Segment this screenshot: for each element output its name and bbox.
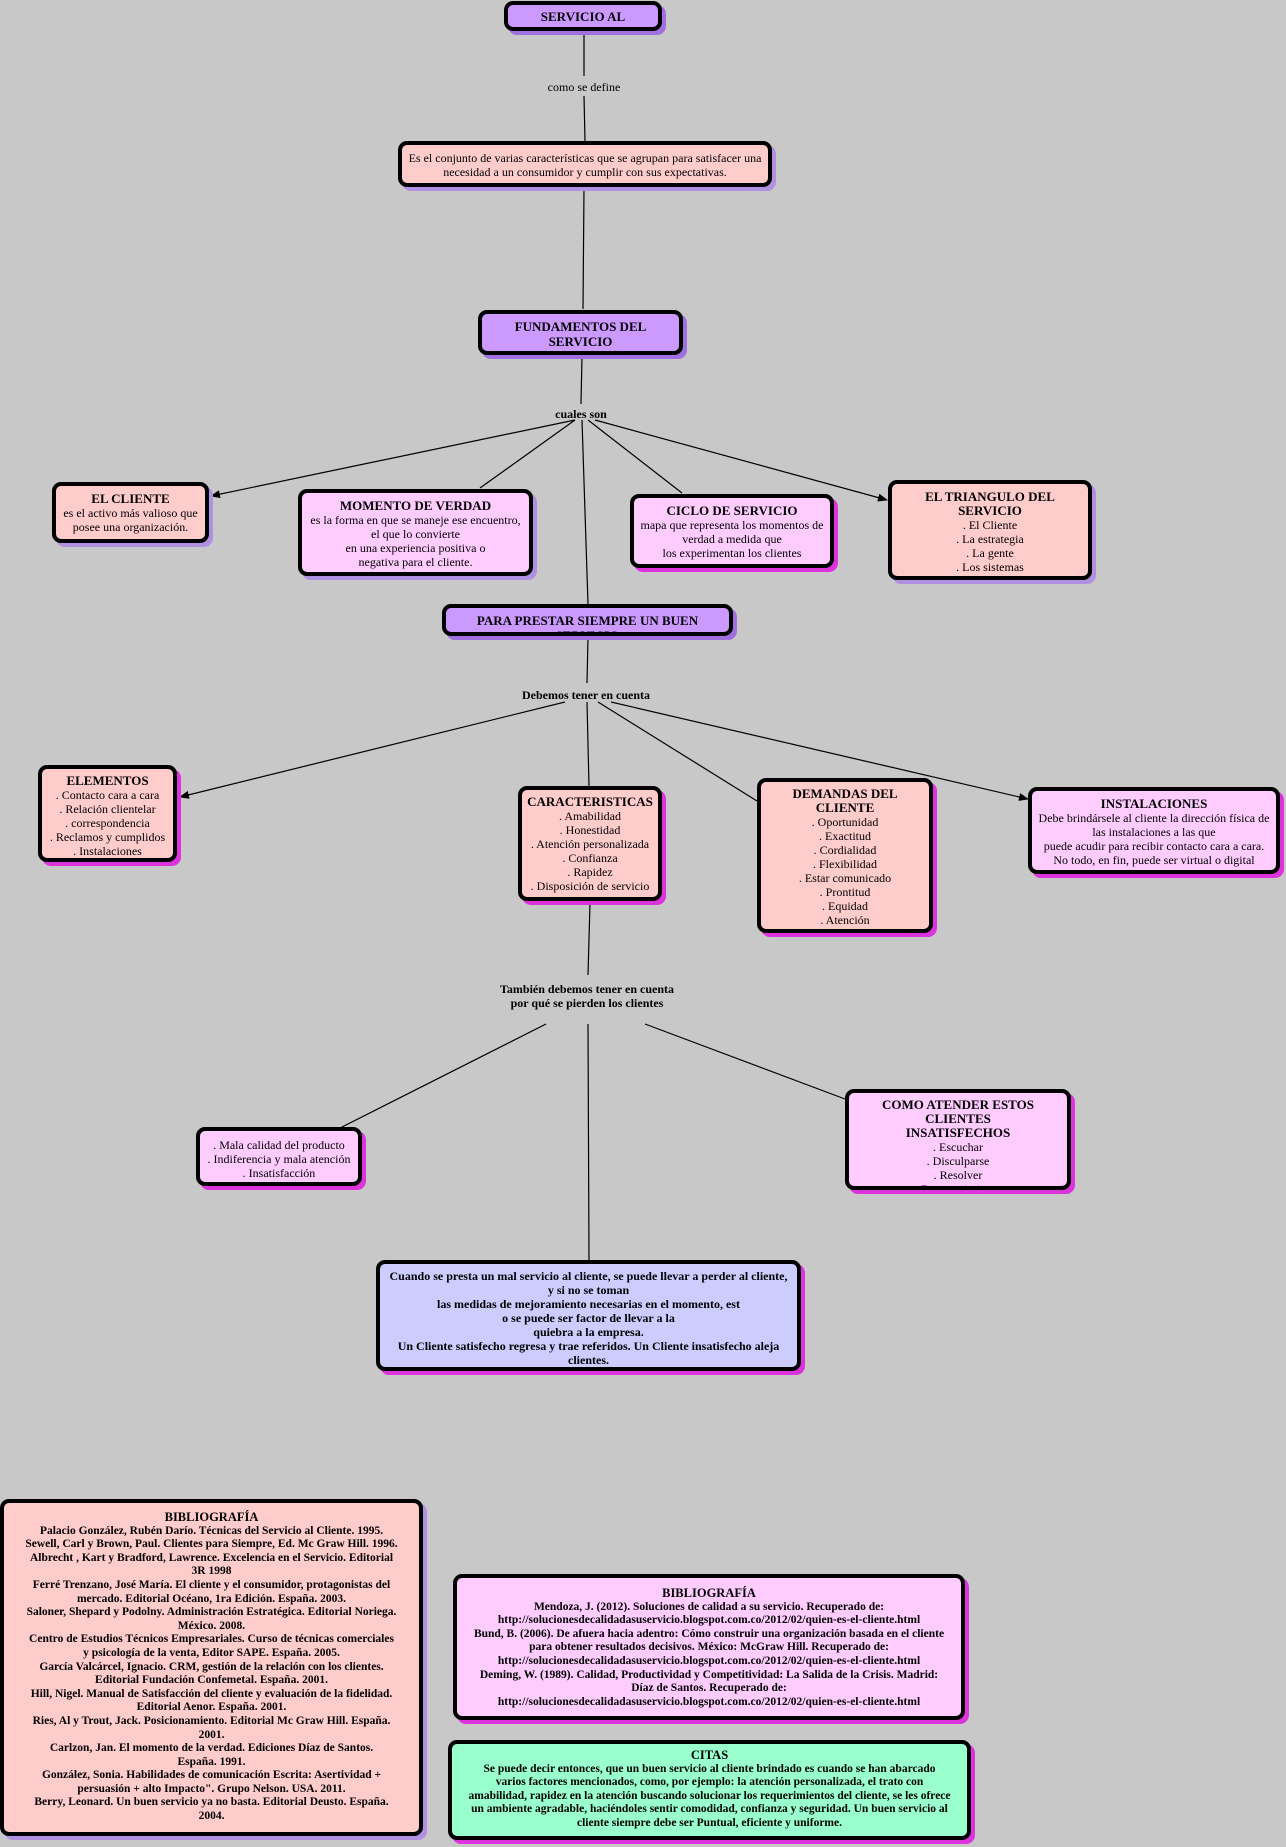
ciclo-node: CICLO DE SERVICIO mapa que representa lo… xyxy=(630,494,834,568)
citas-node: CITAS Se puede decir entonces, que un bu… xyxy=(448,1740,971,1840)
bibliography-entry: Sewell, Carl y Brown, Paul. Clientes par… xyxy=(25,1538,398,1551)
cliente-title: EL CLIENTE xyxy=(91,491,170,506)
cliente-text: es el activo más valioso que posee una o… xyxy=(63,506,198,534)
bibliography-entry: Mendoza, J. (2012). Soluciones de calida… xyxy=(533,1600,885,1613)
triangulo-title: EL TRIANGULO DEL SERVICIO xyxy=(925,489,1055,518)
caracteristicas-title: CARACTERISTICAS xyxy=(527,794,653,809)
elementos-node: ELEMENTOS . Contacto cara a cara . Relac… xyxy=(38,765,177,862)
link-label-tambien: También debemos tener en cuenta por qué … xyxy=(500,982,674,1010)
bibliography-entry: Hill, Nigel. Manual de Satisfacción del … xyxy=(30,1687,393,1714)
caracteristicas-text: . Amabilidad . Honestidad . Atención per… xyxy=(530,809,650,893)
conclusion-text: Cuando se presta un mal servicio al clie… xyxy=(389,1269,788,1367)
ciclo-title: CICLO DE SERVICIO xyxy=(666,503,798,518)
root-node: SERVICIO AL CLIENTE xyxy=(504,1,662,31)
bibliography-entry: http://solucionesdecalidadasuservicio.bl… xyxy=(497,1695,921,1708)
momento-text: es la forma en que se maneje ese encuent… xyxy=(310,513,521,569)
demandas-title: DEMANDAS DEL CLIENTE xyxy=(792,786,898,815)
bibliografia-1-list: Palacio González, Rubén Darío. Técnicas … xyxy=(9,1525,414,1824)
demandas-node: DEMANDAS DEL CLIENTE . Oportunidad . Exa… xyxy=(757,778,933,933)
bibliography-entry: Palacio González, Rubén Darío. Técnicas … xyxy=(39,1524,384,1537)
bibliography-entry: http://solucionesdecalidadasuservicio.bl… xyxy=(497,1654,921,1667)
citas-title: CITAS xyxy=(690,1748,729,1762)
bibliography-entry: Ferré Trenzano, José María. El cliente y… xyxy=(32,1578,391,1605)
definition-node: Es el conjunto de varias características… xyxy=(398,141,772,187)
instalaciones-node: INSTALACIONES Debe brindársele al client… xyxy=(1028,787,1280,874)
bibliography-entry: García Valcárcel, Ignacio. CRM, gestión … xyxy=(39,1660,384,1687)
prestar-node: PARA PRESTAR SIEMPRE UN BUEN SERVICIO xyxy=(442,604,733,636)
demandas-text: . Oportunidad . Exactitud . Cordialidad … xyxy=(798,815,892,929)
prestar-title: PARA PRESTAR SIEMPRE UN BUEN SERVICIO xyxy=(476,613,699,636)
link-label-define: como se define xyxy=(547,80,621,94)
bibliography-entry: González, Sonia. Habilidades de comunica… xyxy=(41,1769,382,1795)
conclusion-node: Cuando se presta un mal servicio al clie… xyxy=(376,1260,801,1371)
bibliography-entry: Bund, B. (2006). De afuera hacia adentro… xyxy=(473,1627,945,1654)
elementos-text: . Contacto cara a cara . Relación client… xyxy=(49,788,166,858)
bibliografia-1-title: BIBLIOGRAFÍA xyxy=(164,1510,259,1524)
perdida-node: . Mala calidad del producto . Indiferenc… xyxy=(196,1127,362,1186)
bibliography-entry: Centro de Estudios Técnicos Empresariale… xyxy=(29,1633,394,1659)
definition-text: Es el conjunto de varias características… xyxy=(408,151,762,179)
bibliography-entry: Ries, Al y Trout, Jack. Posicionamiento.… xyxy=(32,1714,391,1741)
link-label-debemos: Debemos tener en cuenta xyxy=(521,688,651,702)
triangulo-node: EL TRIANGULO DEL SERVICIO . El Cliente .… xyxy=(888,480,1092,580)
bibliografia-2-list: Mendoza, J. (2012). Soluciones de calida… xyxy=(462,1601,956,1710)
perdida-text: . Mala calidad del producto . Indiferenc… xyxy=(207,1138,351,1180)
momento-node: MOMENTO DE VERDAD es la forma en que se … xyxy=(298,489,533,576)
caracteristicas-node: CARACTERISTICAS . Amabilidad . Honestida… xyxy=(518,786,662,901)
instalaciones-text: Debe brindársele al cliente la dirección… xyxy=(1038,811,1270,867)
bibliografia-2-node: BIBLIOGRAFÍA Mendoza, J. (2012). Solucio… xyxy=(453,1574,965,1720)
atender-text: . Escuchar . Disculparse . Resolver . Da… xyxy=(915,1140,1001,1190)
bibliography-entry: Carlzon, Jan. El momento de la verdad. E… xyxy=(49,1742,374,1768)
atender-title: COMO ATENDER ESTOS CLIENTES INSATISFECHO… xyxy=(882,1097,1034,1140)
triangulo-text: . El Cliente . La estrategia . La gente … xyxy=(956,518,1024,574)
root-title: SERVICIO AL CLIENTE xyxy=(540,9,626,27)
bibliography-entry: Berry, Leonard. Un buen servicio ya no b… xyxy=(34,1796,389,1823)
momento-title: MOMENTO DE VERDAD xyxy=(339,498,492,513)
bibliography-entry: Albrecht , Kart y Bradford, Lawrence. Ex… xyxy=(29,1551,394,1578)
elementos-title: ELEMENTOS xyxy=(66,773,149,788)
atender-node: COMO ATENDER ESTOS CLIENTES INSATISFECHO… xyxy=(845,1089,1071,1190)
instalaciones-title: INSTALACIONES xyxy=(1100,796,1208,811)
bibliografia-1-node: BIBLIOGRAFÍA Palacio González, Rubén Dar… xyxy=(0,1499,423,1836)
citas-text: Se puede decir entonces, que un buen ser… xyxy=(468,1762,951,1829)
bibliography-entry: http://solucionesdecalidadasuservicio.bl… xyxy=(497,1614,921,1627)
fundamentos-title: FUNDAMENTOS DEL SERVICIO AL CLIENTE xyxy=(514,319,647,351)
bibliografia-2-title: BIBLIOGRAFÍA xyxy=(662,1586,756,1600)
cliente-node: EL CLIENTE es el activo más valioso que … xyxy=(52,482,209,543)
link-label-cuales: cuales son xyxy=(555,407,607,421)
bibliography-entry: Deming, W. (1989). Calidad, Productivida… xyxy=(479,1668,939,1695)
bibliography-entry: Saloner, Shepard y Podolny. Administraci… xyxy=(26,1606,397,1632)
ciclo-text: mapa que representa los momentos de verd… xyxy=(640,518,824,560)
fundamentos-node: FUNDAMENTOS DEL SERVICIO AL CLIENTE xyxy=(478,310,683,355)
